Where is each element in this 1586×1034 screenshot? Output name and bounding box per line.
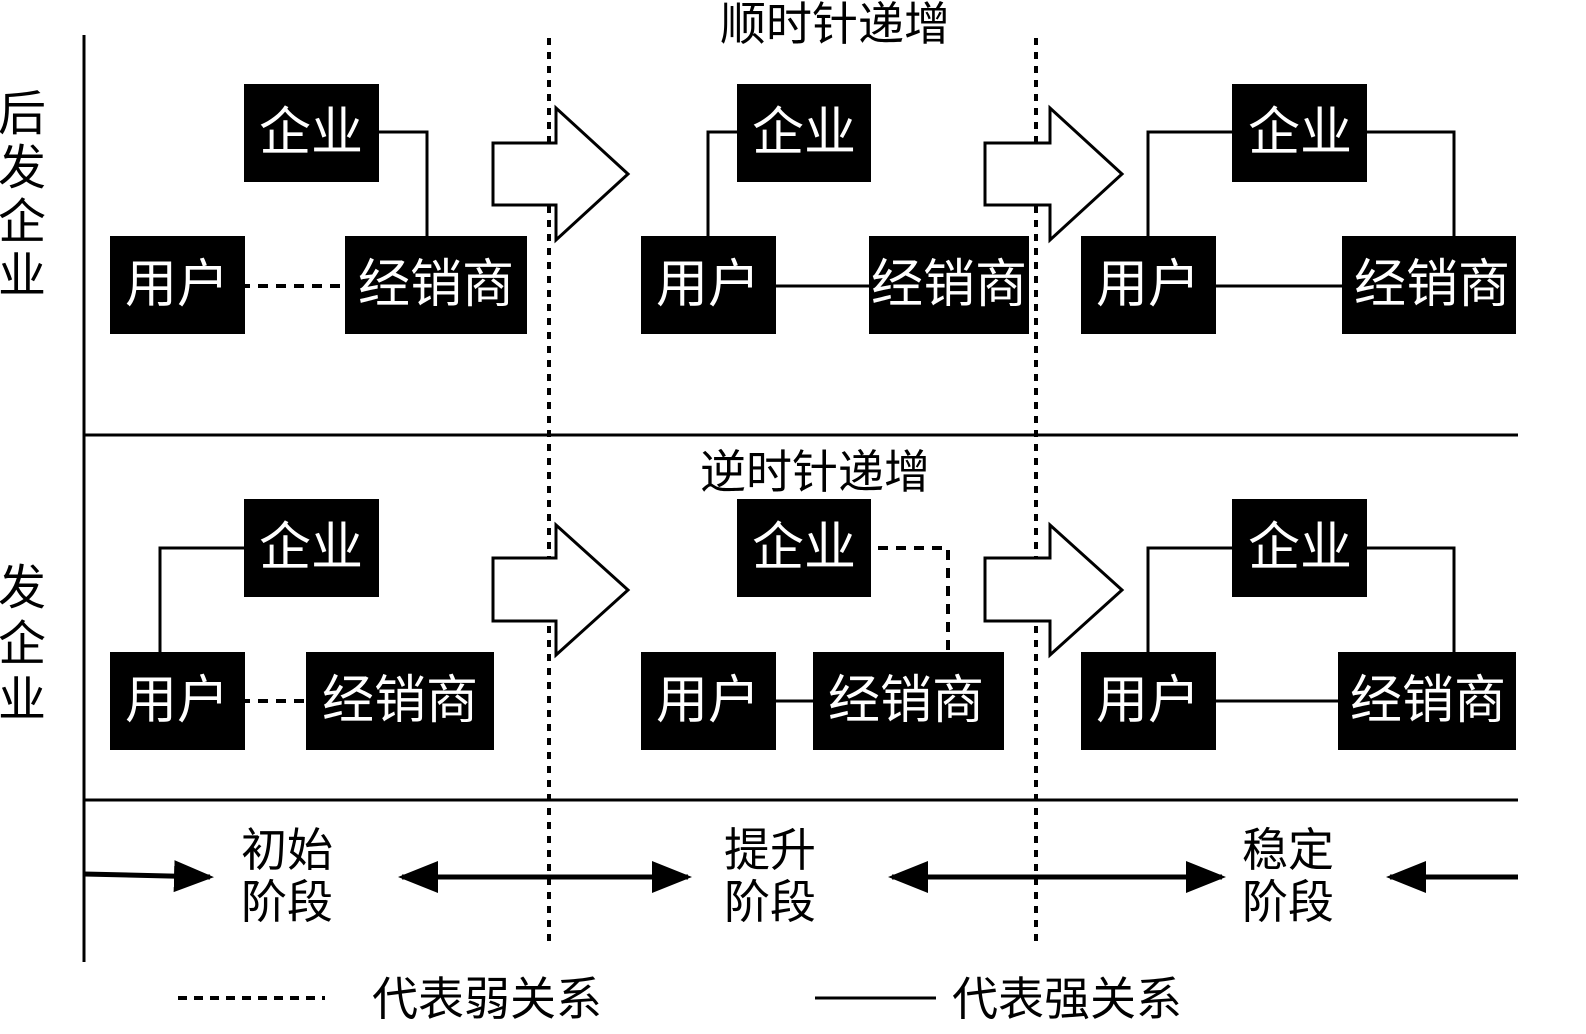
enterprise-box-label: 企业 [1248,518,1352,578]
dealer-box: 经销商 [813,652,1004,750]
link-strong [706,130,738,236]
user-box: 用户 [1081,652,1216,750]
link-strong [1366,546,1456,652]
transition-arrow-top-2 [983,104,1125,244]
link-weak [860,546,950,652]
link-strong [158,546,244,652]
enterprise-box-label: 企业 [752,103,856,163]
title-clockwise: 顺时针递增 [720,0,950,51]
title-counterclockwise: 逆时针递增 [700,445,930,499]
link-strong [1146,546,1232,652]
link-strong [378,130,429,236]
user-box: 用户 [110,652,245,750]
transition-arrow-bottom-1 [491,521,631,659]
link-strong [1366,130,1456,236]
stage-label-line1: 稳定 [1242,823,1334,877]
stage-label-stable: 稳定 阶段 [1242,823,1334,929]
row-label-top-char: 业 [0,248,46,304]
dealer-box: 经销商 [306,652,494,750]
transition-arrow-top-1 [491,104,631,244]
row-label-top-char: 企 [0,194,46,250]
dealer-box-label: 经销商 [1354,255,1510,315]
dealer-box-label: 经销商 [1350,671,1506,731]
row-label-top-char: 发 [0,140,46,196]
user-box-label: 用户 [656,255,760,315]
dealer-box: 经销商 [1342,236,1516,334]
row-label-bottom-char: 业 [0,672,46,728]
transition-arrow-bottom-2 [983,521,1125,659]
enterprise-box: 企业 [244,84,379,182]
stage-label-initial: 初始 阶段 [241,823,333,929]
row-label-top-char: 后 [0,86,46,142]
enterprise-box: 企业 [1232,499,1367,597]
row-label-bottom-char: 企 [0,616,46,672]
row-label-top: 后 发 企 业 [0,86,46,304]
user-box: 用户 [1081,236,1216,334]
user-box: 用户 [641,652,776,750]
stage-label-line2: 阶段 [1242,875,1334,929]
enterprise-box-label: 企业 [752,518,856,578]
row-label-bottom-char: 发 [0,560,46,616]
user-box-label: 用户 [1096,671,1200,731]
user-box-label: 用户 [125,255,229,315]
stage-label-line1: 初始 [241,823,333,877]
legend-weak-label: 代表弱关系 [372,972,602,1026]
dealer-box: 经销商 [1338,652,1516,750]
legend-strong-label: 代表强关系 [952,972,1182,1026]
user-box-label: 用户 [656,671,760,731]
enterprise-box-label: 企业 [1248,103,1352,163]
user-box: 用户 [641,236,776,334]
stage-label-line2: 阶段 [724,875,816,929]
user-box: 用户 [110,236,245,334]
dealer-box-label: 经销商 [871,255,1027,315]
dealer-box-label: 经销商 [358,255,514,315]
enterprise-box-label: 企业 [259,518,363,578]
dealer-box-label: 经销商 [828,671,984,731]
dealer-box-label: 经销商 [322,671,478,731]
enterprise-box-label: 企业 [259,103,363,163]
stage-label-line2: 阶段 [241,875,333,929]
row-label-bottom: 发 企 业 [0,560,46,728]
enterprise-box: 企业 [244,499,379,597]
stage-arrow-start [83,860,214,893]
enterprise-box: 企业 [1232,84,1367,182]
link-strong [1146,130,1232,236]
enterprise-box: 企业 [737,84,871,182]
stage-label-line1: 提升 [724,823,816,877]
dealer-box: 经销商 [869,236,1029,334]
dealer-box: 经销商 [345,236,527,334]
user-box-label: 用户 [1096,255,1200,315]
stage-label-improvement: 提升 阶段 [724,823,816,929]
enterprise-box: 企业 [737,499,871,597]
user-box-label: 用户 [125,671,229,731]
